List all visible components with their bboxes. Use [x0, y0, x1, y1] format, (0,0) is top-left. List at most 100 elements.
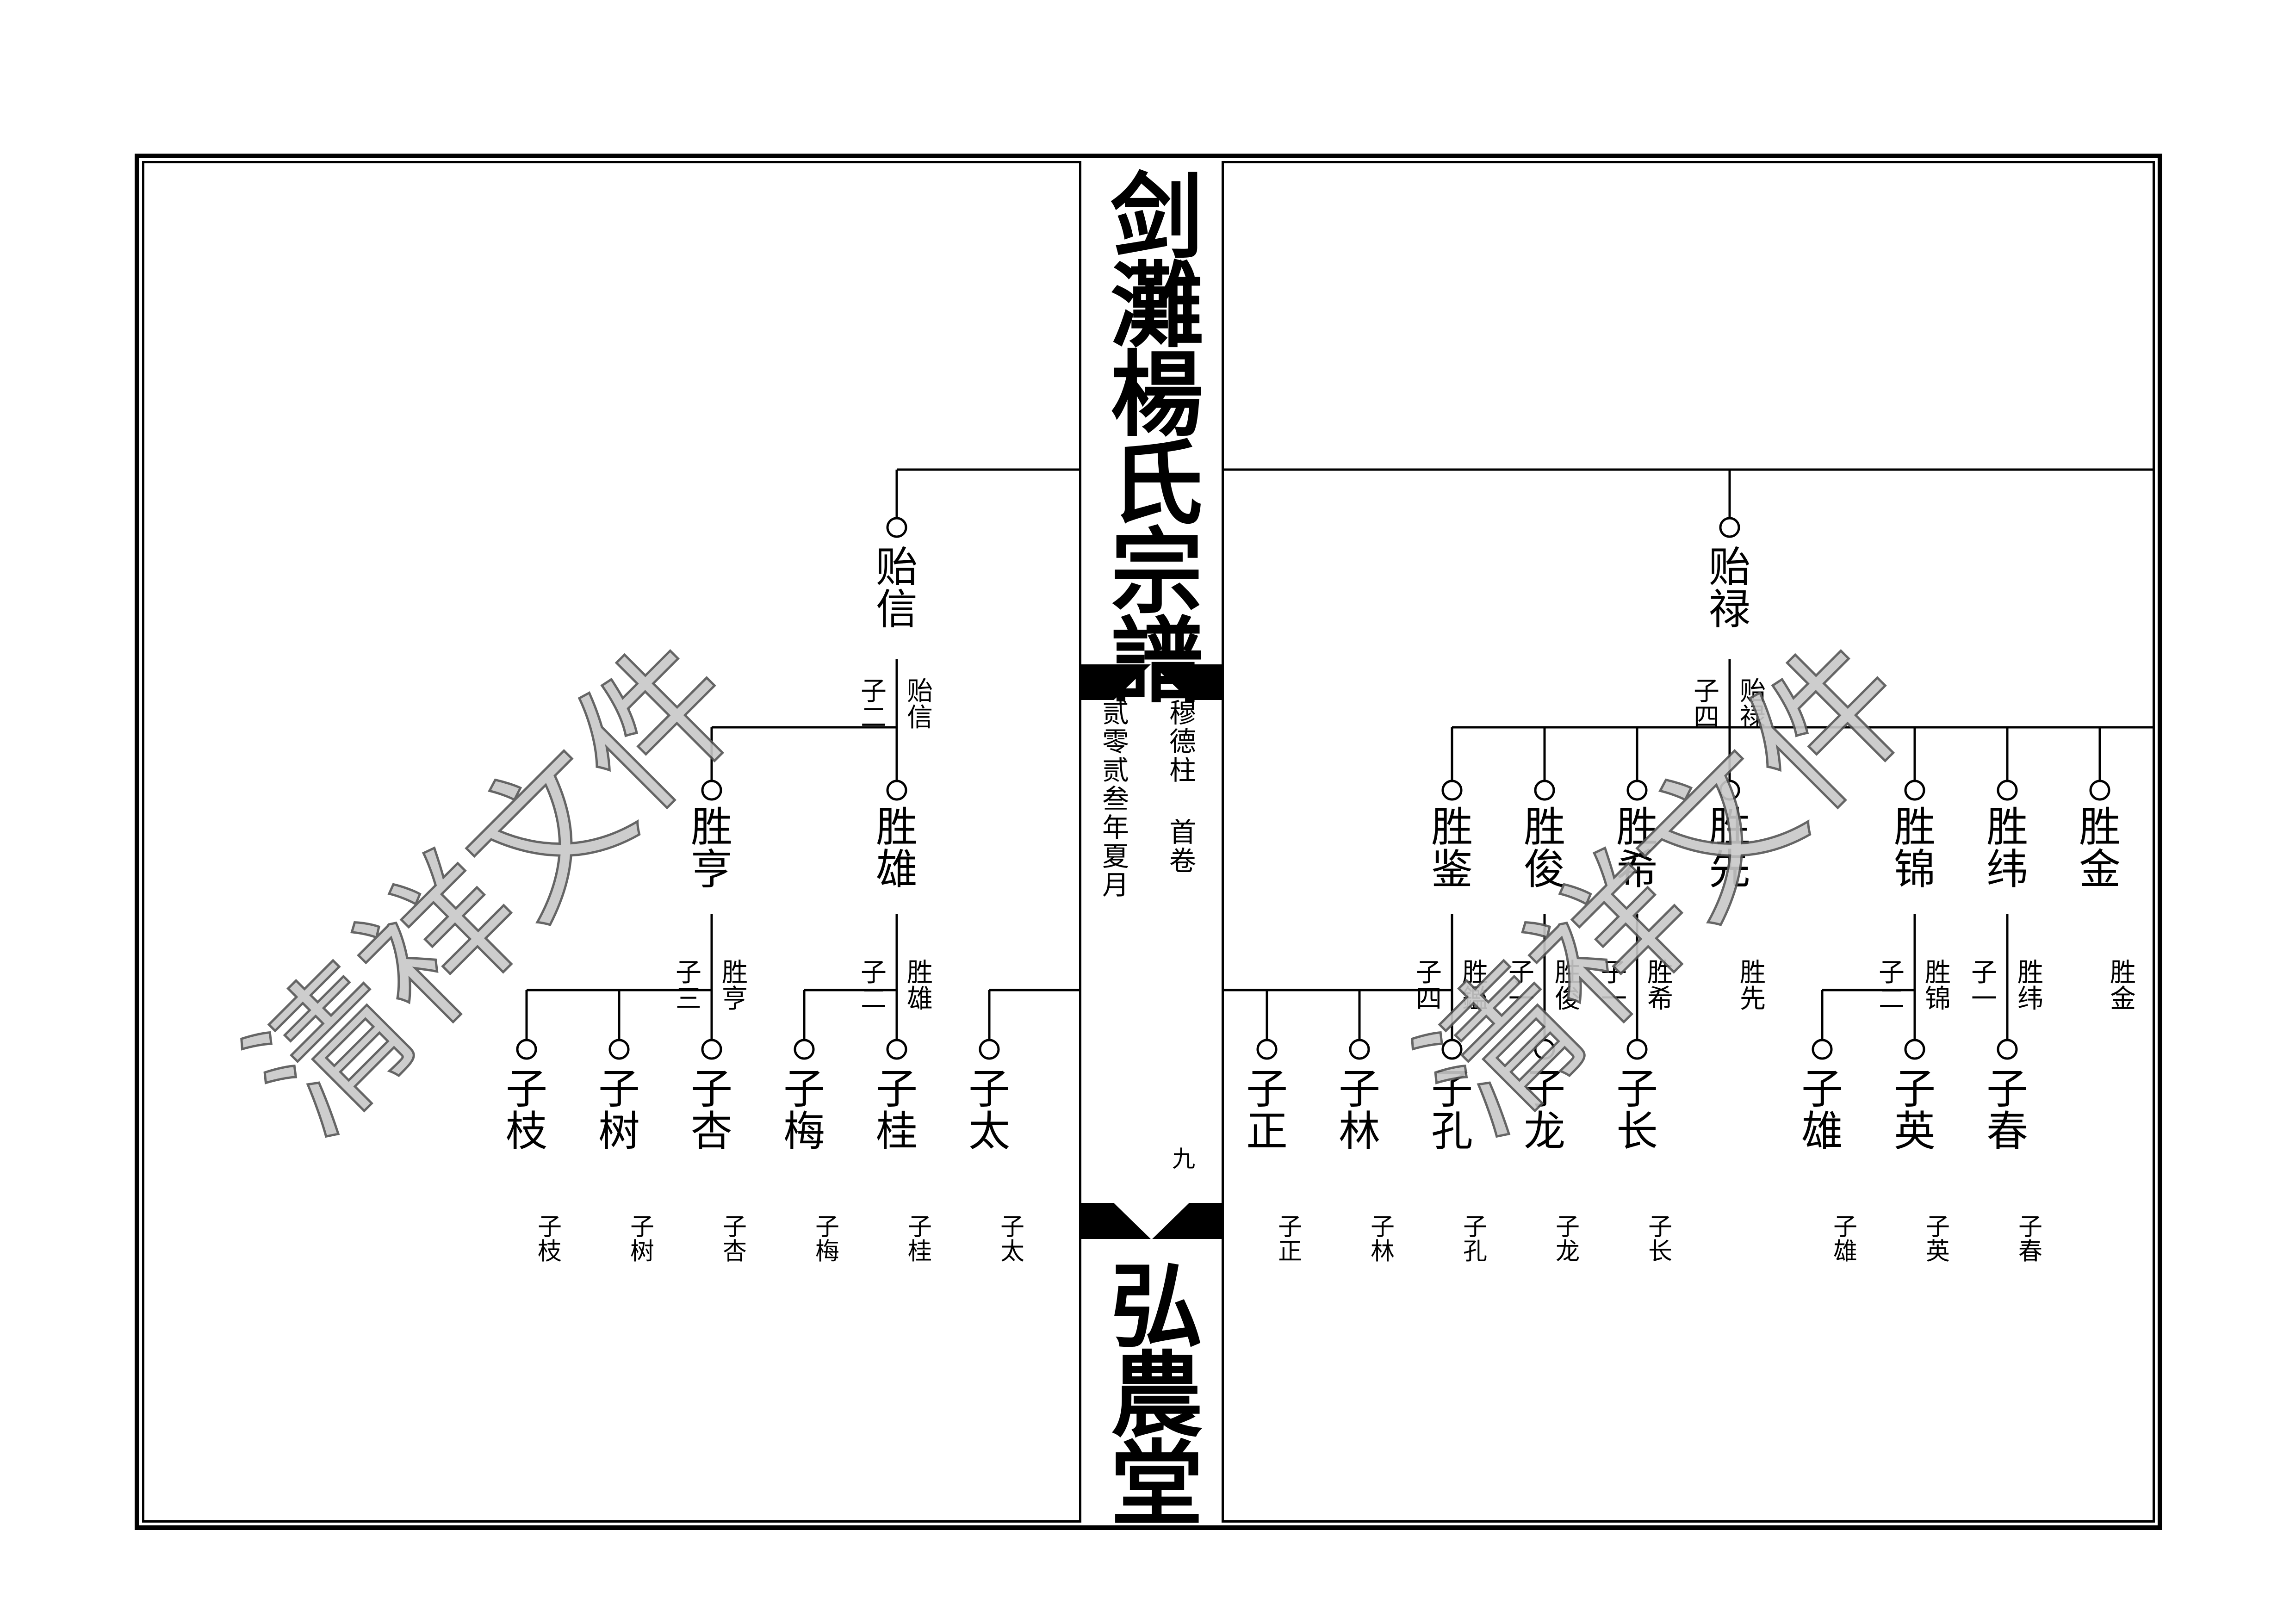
- gen3-note-parent: 胜: [1647, 958, 1673, 988]
- gen3-label: 子: [1524, 1065, 1565, 1113]
- right-gen2-note-parent: 禄: [1740, 703, 1766, 733]
- gen2-label: 胜: [691, 803, 732, 851]
- gen2-label: 亨: [691, 845, 732, 894]
- gen3-label: 子: [1339, 1065, 1380, 1113]
- gen3-note-parent: 胜: [1462, 958, 1488, 988]
- gen3-label: 子: [1986, 1065, 2028, 1113]
- gen3-label: 子: [876, 1065, 918, 1113]
- spine-date: 贰零贰叁年夏月: [1098, 699, 1129, 899]
- center-spine: 剑灘楊氏宗譜 穆德柱 首卷 贰零贰叁年夏月 九 弘農堂: [1079, 161, 1224, 1524]
- gen3-note: 林: [1371, 1238, 1395, 1266]
- outer-border: [135, 154, 2162, 1530]
- gen2-label: 胜: [1986, 803, 2028, 851]
- gen3-label: 子: [691, 1065, 732, 1113]
- gen3-node: [608, 1039, 630, 1060]
- gen3-note-count: 子: [1971, 958, 1997, 988]
- gen3-note: 子: [1648, 1214, 1672, 1241]
- gen3-note-parent: 胜: [2110, 958, 2136, 988]
- gen3-note: 英: [1926, 1238, 1950, 1266]
- gen2-node: [701, 780, 722, 801]
- gen2-node: [1441, 780, 1463, 801]
- gen2-label: 俊: [1524, 845, 1565, 894]
- gen3-label: 杏: [691, 1107, 732, 1156]
- gen2-label: 胜: [1616, 803, 1658, 851]
- gen3-note-count: 子: [1601, 958, 1627, 988]
- gen2-label: 雄: [876, 845, 918, 894]
- left-continuation-label: 子: [968, 1065, 1010, 1113]
- gen3-note: 正: [1278, 1238, 1302, 1266]
- gen3-label: 桂: [876, 1107, 918, 1156]
- gen3-node: [1626, 1039, 1648, 1060]
- right-root-node: [1719, 517, 1740, 538]
- gen3-note-parent: 胜: [1925, 958, 1951, 988]
- gen3-note-parent: 希: [1647, 984, 1673, 1014]
- gen3-note-count: 四: [1416, 984, 1442, 1014]
- left-root-label: 信: [876, 585, 918, 634]
- gen3-note: 子: [630, 1214, 654, 1241]
- gen3-label: 子: [1894, 1065, 1936, 1113]
- gen2-label: 胜: [1431, 803, 1473, 851]
- gen3-note: 树: [630, 1238, 654, 1266]
- gen3-note: 春: [2018, 1238, 2042, 1266]
- gen3-note: 长: [1648, 1238, 1672, 1266]
- gen2-label: 鉴: [1431, 845, 1473, 894]
- gen2-label: 胜: [1709, 803, 1750, 851]
- gen3-label: 正: [1246, 1107, 1288, 1156]
- left-continuation-node: [979, 1039, 1000, 1060]
- gen3-note-count: 子: [676, 958, 701, 988]
- gen2-label: 金: [2079, 845, 2121, 894]
- gen3-node: [1441, 1039, 1463, 1060]
- gen3-note: 梅: [815, 1238, 839, 1266]
- gen2-label: 希: [1616, 845, 1658, 894]
- gen2-label: 先: [1709, 845, 1750, 894]
- gen3-note-count: 三: [676, 984, 701, 1014]
- gen3-node: [1256, 1039, 1278, 1060]
- gen3-note-parent: 胜: [907, 958, 933, 988]
- gen2-node: [2089, 780, 2110, 801]
- gen3-label: 雄: [1801, 1107, 1843, 1156]
- gen3-note: 子: [723, 1214, 747, 1241]
- gen2-node: [1997, 780, 2018, 801]
- gen2-label: 胜: [876, 803, 918, 851]
- spine-title-bottom: 弘農堂: [1094, 1258, 1203, 1524]
- gen3-note-count: 子: [1879, 958, 1905, 988]
- gen3-note-parent: 胜: [1555, 958, 1581, 988]
- gen3-node: [794, 1039, 815, 1060]
- gen3-note: 龙: [1556, 1238, 1580, 1266]
- gen2-label: 纬: [1986, 845, 2028, 894]
- left-gen2-note-parent: 信: [907, 703, 933, 733]
- gen3-note: 子: [1556, 1214, 1580, 1241]
- gen3-node: [516, 1039, 537, 1060]
- spine-ornaments: [1081, 664, 1222, 1239]
- gen2-label: 锦: [1894, 845, 1936, 894]
- spine-title-top: 剑灘楊氏宗譜: [1094, 168, 1203, 701]
- gen2-node: [1904, 780, 1925, 801]
- gen3-label: 子: [1246, 1065, 1288, 1113]
- gen3-note-parent: 雄: [907, 984, 933, 1014]
- gen3-label: 孔: [1431, 1107, 1473, 1156]
- gen3-note: 桂: [908, 1238, 932, 1266]
- gen2-node: [1626, 780, 1648, 801]
- left-root-node: [886, 517, 907, 538]
- gen3-node: [1997, 1039, 2018, 1060]
- gen2-node: [1534, 780, 1555, 801]
- gen3-note-count: 二: [861, 984, 887, 1014]
- left-root-label: 贻: [876, 543, 918, 591]
- gen3-node: [1904, 1039, 1925, 1060]
- gen3-note-parent: 纬: [2017, 984, 2043, 1014]
- gen2-label: 胜: [1894, 803, 1936, 851]
- gen3-note-count: 一: [1601, 984, 1627, 1014]
- gen3-note-count: 子: [1508, 958, 1534, 988]
- gen3-note: 子: [1371, 1214, 1395, 1241]
- gen3-label: 枝: [506, 1107, 547, 1156]
- right-gen2-note-count: 四: [1694, 703, 1719, 733]
- gen3-note: 子: [1278, 1214, 1302, 1241]
- left-continuation-note: 子: [1000, 1214, 1024, 1241]
- right-root-label: 禄: [1709, 585, 1750, 634]
- gen3-label: 龙: [1524, 1107, 1565, 1156]
- gen3-label: 子: [598, 1065, 640, 1113]
- gen3-node: [1534, 1039, 1555, 1060]
- gen3-note-parent: 锦: [1925, 984, 1951, 1014]
- gen3-label: 英: [1894, 1107, 1936, 1156]
- gen3-note: 子: [538, 1214, 562, 1241]
